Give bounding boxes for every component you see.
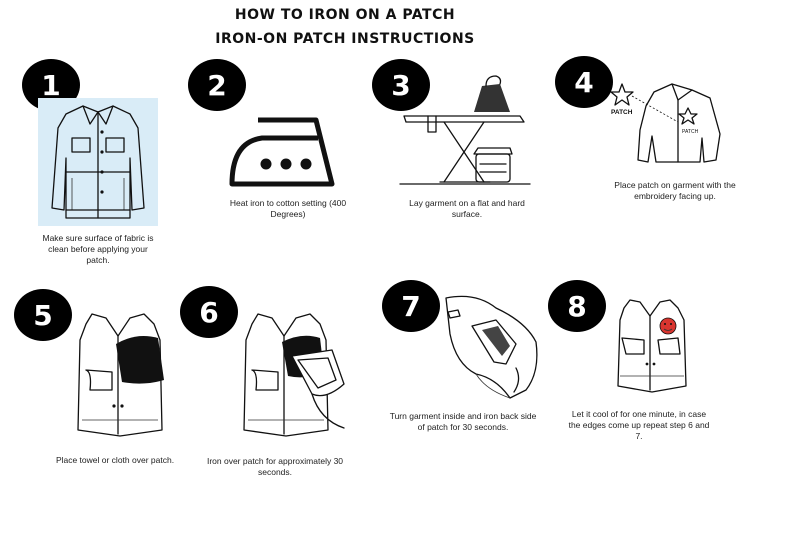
step-6-number-badge: 6 [180,286,238,338]
step-4-number-badge: 4 [555,56,613,108]
step-7-number-badge: 7 [382,280,440,332]
step-4-patch-placement-icon: PATCH PATCH [610,83,721,163]
step-1-jacket-icon [51,105,145,219]
step-3-caption: Lay garment on a flat and hard surface. [409,198,525,219]
step-5-caption: Place towel or cloth over patch. [55,455,175,465]
step-7-inside-out-ironing-icon [445,295,538,399]
step-2-iron-icon [229,117,335,187]
step-8-number-badge: 8 [548,280,606,332]
step-5-number-badge: 5 [14,289,72,341]
step-2-number-badge: 2 [188,59,246,111]
step-1-caption: Make sure surface of fabric is clean bef… [42,233,154,265]
step-6-caption: Iron over patch for approximately 30 sec… [206,456,344,477]
step-8-finished-vest-icon [617,299,687,393]
step-5-vest-with-towel-icon [77,313,164,437]
step-7-caption: Turn garment inside and iron back side o… [389,411,537,432]
step-4-jacket-patch-label: PATCH [682,129,699,135]
step-6-vest-with-iron-icon [243,313,345,437]
step-3-number-badge: 3 [372,59,430,111]
page-title: HOW TO IRON ON A PATCH [234,7,456,23]
step-8-caption: Let it cool of for one minute, in case t… [568,409,710,441]
step-4-patch-label: PATCH [611,109,633,116]
step-2-caption: Heat iron to cotton setting (400 Degrees… [229,198,347,219]
step-8-patch-icon [659,317,677,335]
step-3-ironing-board-icon [399,75,531,185]
step-4-caption: Place patch on garment with the embroide… [614,180,736,201]
page-subtitle: IRON-ON PATCH INSTRUCTIONS [215,31,475,47]
